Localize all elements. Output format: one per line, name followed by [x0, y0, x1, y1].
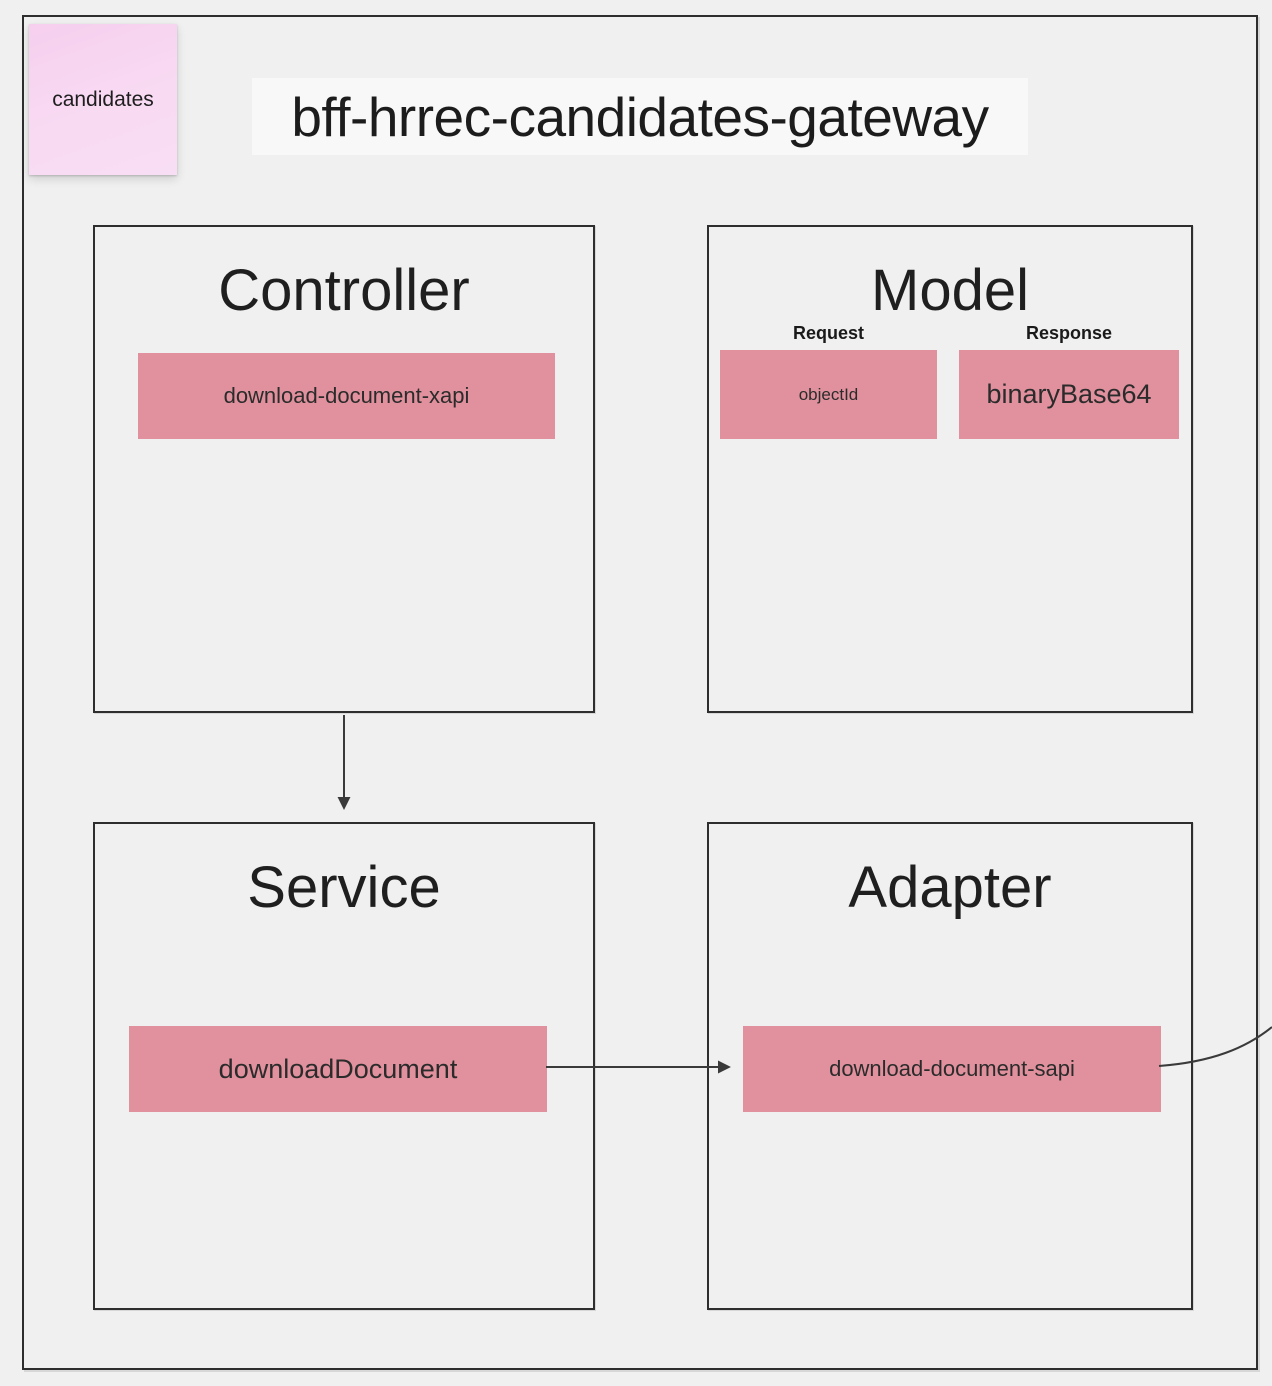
downloaddocument-label: downloadDocument	[218, 1053, 458, 1084]
sticky-note-label: candidates	[52, 87, 154, 111]
diagram-title-text: bff-hrrec-candidates-gateway	[291, 85, 989, 148]
model-box-title: Model	[871, 258, 1029, 323]
response-label: Response	[1025, 323, 1113, 343]
diagram-frame	[22, 15, 1258, 1370]
objectid-block[interactable]: objectId	[720, 350, 937, 439]
sticky-note[interactable]: candidates	[29, 24, 177, 175]
downloaddocument-block[interactable]: downloadDocument	[129, 1026, 547, 1112]
binarybase64-label: binaryBase64	[986, 379, 1152, 409]
adapter-box-title: Adapter	[848, 855, 1052, 920]
controller-box-title: Controller	[218, 258, 470, 323]
service-box[interactable]: Service downloadDocument	[93, 822, 595, 1310]
download-document-xapi-block[interactable]: download-document-xapi	[138, 353, 555, 439]
download-document-xapi-label: download-document-xapi	[223, 383, 470, 408]
binarybase64-block[interactable]: binaryBase64	[959, 350, 1179, 439]
diagram-title[interactable]: bff-hrrec-candidates-gateway	[252, 78, 1028, 155]
objectid-label: objectId	[798, 384, 859, 404]
service-box-title: Service	[247, 855, 441, 920]
request-label: Request	[792, 323, 864, 343]
controller-box[interactable]: Controller download-document-xapi	[93, 225, 595, 713]
download-document-sapi-block[interactable]: download-document-sapi	[743, 1026, 1161, 1112]
model-box[interactable]: Model Request Response objectId binaryBa…	[707, 225, 1193, 713]
download-document-sapi-label: download-document-sapi	[829, 1056, 1075, 1081]
adapter-box[interactable]: Adapter download-document-sapi	[707, 822, 1193, 1310]
